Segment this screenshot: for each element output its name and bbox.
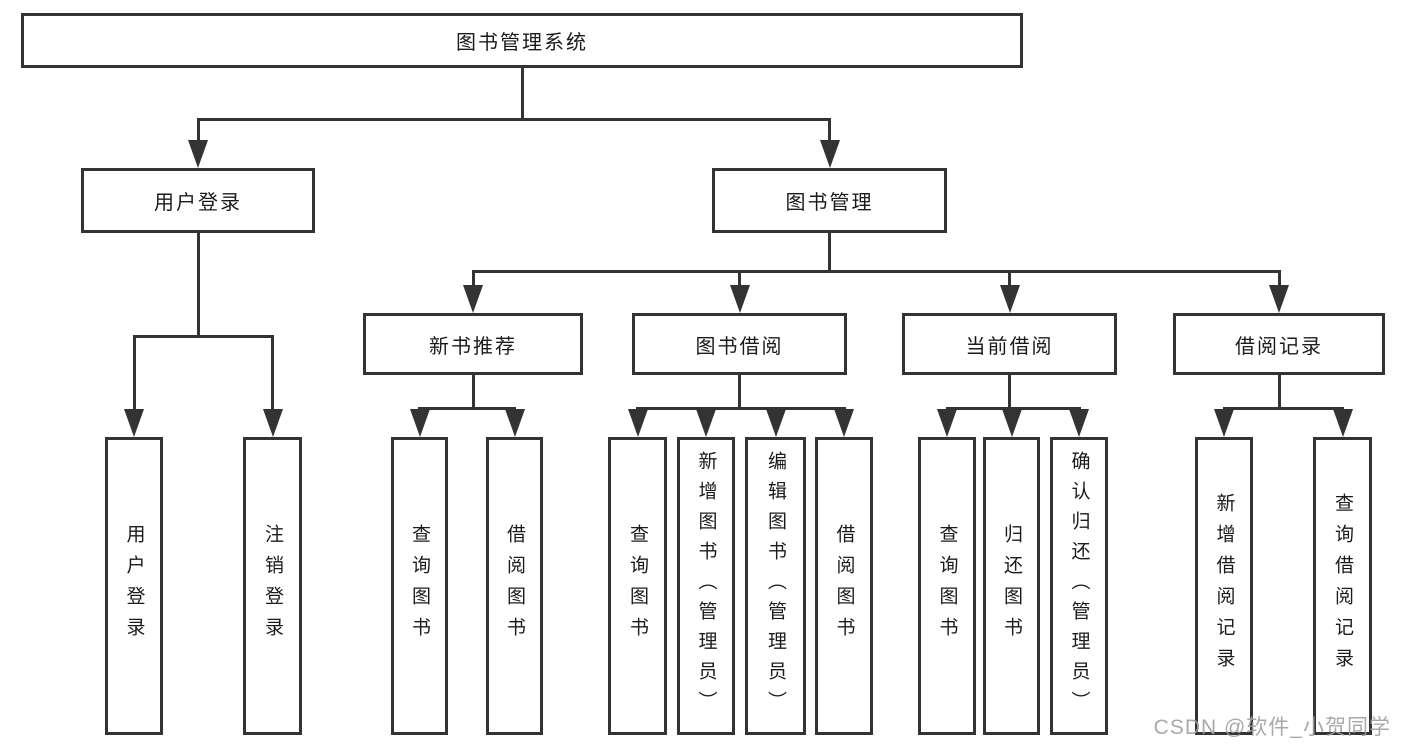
arrow-down-icon (834, 409, 854, 437)
node-current-borrow: 当前借阅 (902, 313, 1117, 375)
connector-line (738, 270, 741, 289)
node-label: 新增图书（管理员） (695, 451, 717, 721)
connector-line (738, 373, 741, 410)
connector-line (828, 231, 831, 273)
node-label: 新增借阅记录 (1213, 493, 1235, 679)
arrow-down-icon (124, 409, 144, 437)
node-label: 借阅记录 (1235, 335, 1323, 358)
arrow-down-icon (1001, 409, 1022, 437)
node-label: 用户登录 (154, 192, 242, 214)
connector-line (271, 335, 274, 413)
arrow-down-icon (1269, 285, 1289, 313)
node-query-books-1: 查询图书 (391, 437, 448, 735)
node-label: 查询借阅记录 (1332, 493, 1353, 679)
arrow-down-icon (262, 409, 283, 437)
node-confirm-return: 确认归还（管理员） (1050, 437, 1108, 735)
arrow-down-icon (696, 409, 716, 437)
node-user-login: 用户登录 (81, 168, 315, 233)
connector-line (132, 335, 274, 338)
connector-line (132, 335, 136, 413)
node-label: 新书推荐 (429, 335, 517, 358)
node-query-borrow-record: 查询借阅记录 (1313, 437, 1372, 735)
arrow-down-icon (819, 140, 840, 168)
arrow-down-icon (765, 409, 786, 437)
connector-line (1277, 373, 1281, 410)
node-root: 图书管理系统 (21, 13, 1023, 68)
connector-line (1277, 270, 1281, 289)
arrow-down-icon (504, 409, 525, 437)
node-edit-book: 编辑图书（管理员） (745, 437, 806, 735)
node-label: 图书借阅 (695, 335, 784, 358)
node-query-books-3: 查询图书 (918, 437, 976, 735)
connector-line (196, 118, 831, 121)
connector-line (828, 118, 831, 144)
connector-line (1222, 407, 1344, 410)
node-add-book: 新增图书（管理员） (677, 437, 735, 735)
node-borrow-books-2: 借阅图书 (815, 437, 873, 735)
node-return-book: 归还图书 (983, 437, 1040, 735)
arrow-down-icon (999, 285, 1020, 313)
connector-line (196, 231, 200, 338)
arrow-down-icon (627, 409, 648, 437)
node-new-book-recommend: 新书推荐 (363, 313, 583, 375)
connector-line (471, 270, 475, 289)
node-label: 确认归还（管理员） (1068, 451, 1090, 721)
arrow-down-icon (937, 409, 957, 437)
node-label: 编辑图书（管理员） (765, 451, 786, 721)
node-book-management: 图书管理 (712, 168, 947, 233)
node-label: 借阅图书 (833, 524, 855, 648)
node-label: 用户登录 (123, 524, 145, 648)
connector-line (418, 407, 516, 410)
watermark: CSDN @软件_小贺同学 (1153, 716, 1391, 739)
connector-line (471, 373, 475, 410)
connector-line (471, 270, 1281, 273)
node-book-borrow: 图书借阅 (632, 313, 847, 375)
arrow-down-icon (1332, 409, 1353, 437)
node-query-books-2: 查询图书 (608, 437, 667, 735)
arrow-down-icon (463, 285, 483, 313)
connector-line (945, 407, 1081, 410)
arrow-down-icon (188, 140, 208, 168)
arrow-down-icon (409, 409, 430, 437)
node-label: 借阅图书 (504, 524, 525, 648)
node-borrow-records: 借阅记录 (1173, 313, 1385, 375)
connector-line (1008, 373, 1011, 410)
node-label: 查询图书 (627, 524, 648, 648)
node-label: 图书管理系统 (456, 32, 588, 54)
node-add-borrow-record: 新增借阅记录 (1195, 437, 1253, 735)
node-borrow-books-1: 借阅图书 (486, 437, 543, 735)
node-label: 查询图书 (409, 524, 430, 648)
node-label: 图书管理 (785, 192, 874, 214)
connector-line (520, 66, 524, 121)
node-label: 当前借阅 (965, 335, 1054, 358)
node-logout: 注销登录 (243, 437, 302, 735)
arrow-down-icon (1069, 409, 1089, 437)
connector-line (636, 407, 846, 410)
node-label: 归还图书 (1001, 524, 1022, 648)
connector-line (1008, 270, 1011, 289)
node-label: 注销登录 (262, 524, 283, 648)
node-login: 用户登录 (105, 437, 163, 735)
connector-line (196, 118, 200, 144)
arrow-down-icon (1214, 409, 1234, 437)
node-label: 查询图书 (936, 524, 958, 648)
arrow-down-icon (729, 285, 750, 313)
